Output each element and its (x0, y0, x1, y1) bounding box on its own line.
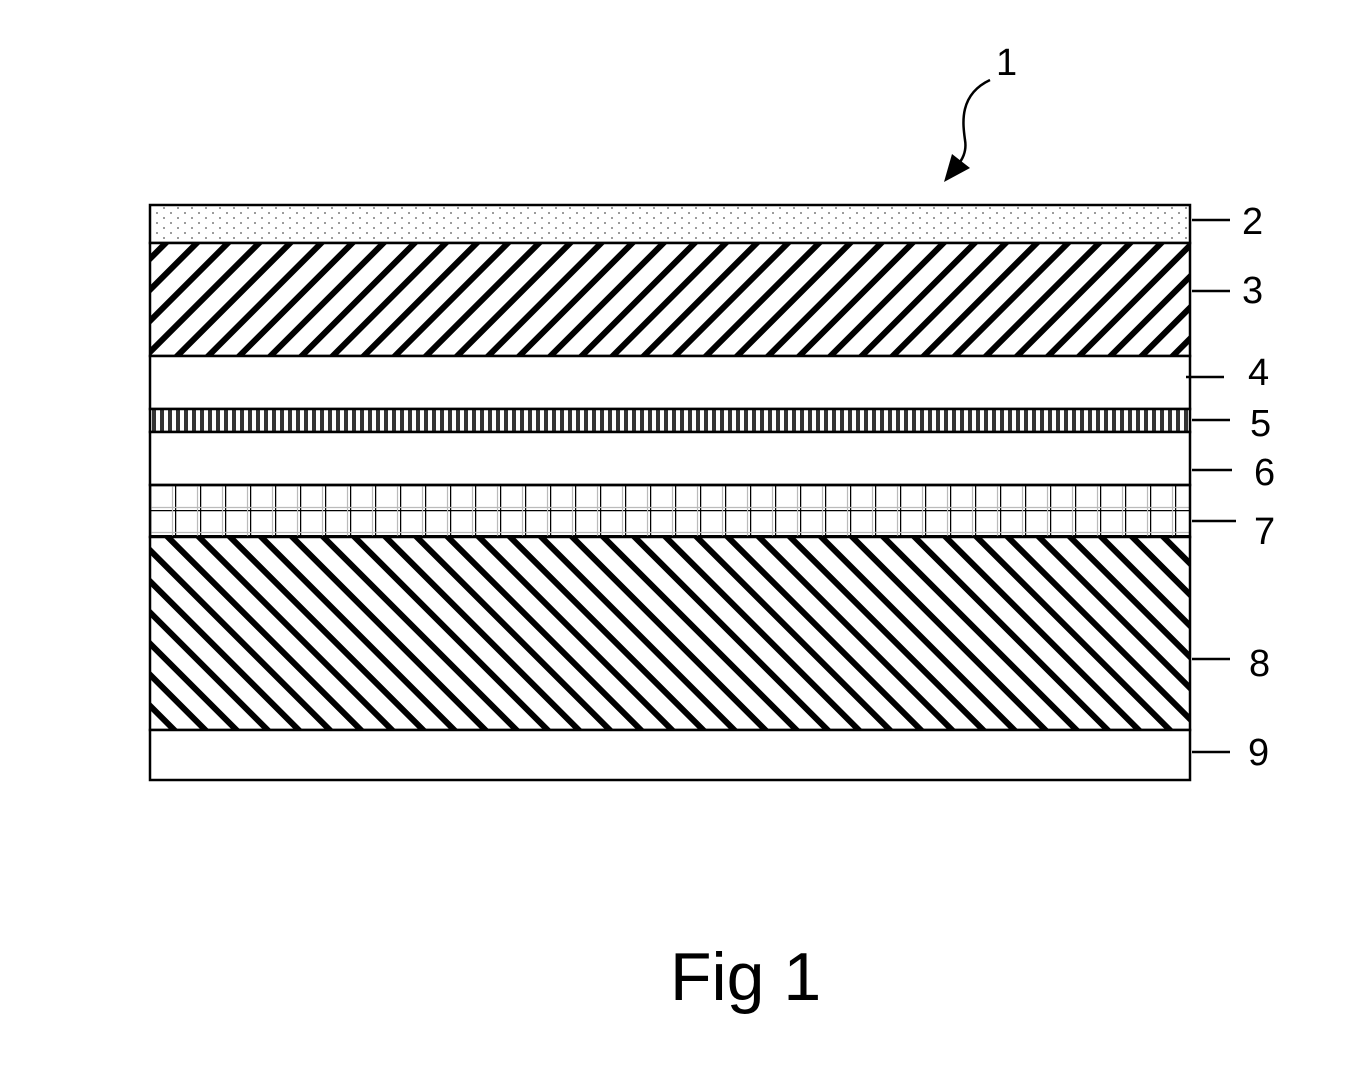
layer-8: 8 (148, 535, 1270, 732)
layer-5-label: 5 (1250, 403, 1271, 445)
layer-6-label: 6 (1254, 452, 1275, 494)
layer-9-label: 9 (1248, 732, 1269, 774)
layer-5-body (150, 409, 1190, 432)
layer-4-label: 4 (1248, 352, 1269, 394)
layer-7-label: 7 (1254, 511, 1275, 553)
layer-2-body (150, 205, 1190, 243)
assembly-label: 1 (996, 42, 1017, 84)
layer-7: 7 (148, 483, 1275, 553)
layer-6-body (150, 432, 1190, 485)
layer-7-body (150, 485, 1190, 537)
layer-4-body (150, 356, 1190, 409)
layer-9-body (150, 730, 1190, 780)
assembly-arrowhead (944, 154, 970, 182)
layer-9: 9 (148, 728, 1269, 782)
layer-2: 2 (148, 201, 1263, 245)
layer-3: 3 (148, 241, 1263, 358)
layer-6: 6 (148, 430, 1275, 494)
layer-3-label: 3 (1242, 270, 1263, 312)
layer-8-body (150, 537, 1190, 730)
figure-caption: Fig 1 (670, 939, 821, 1015)
assembly-arrow-line (956, 78, 991, 167)
assembly-reference: 1 (944, 42, 1017, 182)
layer-2-label: 2 (1242, 201, 1263, 243)
layer-4: 4 (148, 352, 1269, 411)
layer-8-label: 8 (1249, 643, 1270, 685)
layer-3-body (150, 243, 1190, 356)
